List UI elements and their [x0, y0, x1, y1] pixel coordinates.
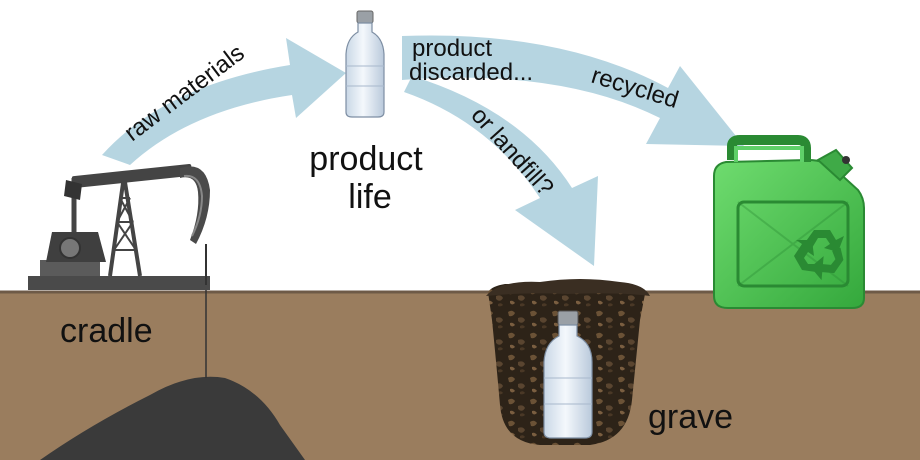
label-grave: grave — [648, 398, 733, 436]
plastic-bottle-icon — [345, 10, 385, 118]
buried-bottle-icon — [543, 310, 593, 439]
label-product-life-line1: product — [309, 140, 423, 178]
grave-mound — [486, 279, 650, 296]
label-product-discarded-line2: discarded... — [409, 59, 533, 86]
recycle-icon — [794, 230, 844, 281]
arrow-landfill — [404, 76, 598, 266]
arrow-recycled — [402, 35, 744, 146]
recycled-jerrycan-icon — [713, 135, 865, 309]
label-product-discarded-line1: product — [412, 35, 492, 62]
oil-pump-jack-icon — [28, 163, 210, 290]
label-or-landfill: or landfill? — [466, 102, 559, 201]
oil-deposit-icon — [40, 376, 305, 460]
label-cradle: cradle — [60, 312, 153, 350]
label-product-life-line2: life — [348, 178, 391, 216]
arrow-raw-materials — [102, 38, 346, 165]
